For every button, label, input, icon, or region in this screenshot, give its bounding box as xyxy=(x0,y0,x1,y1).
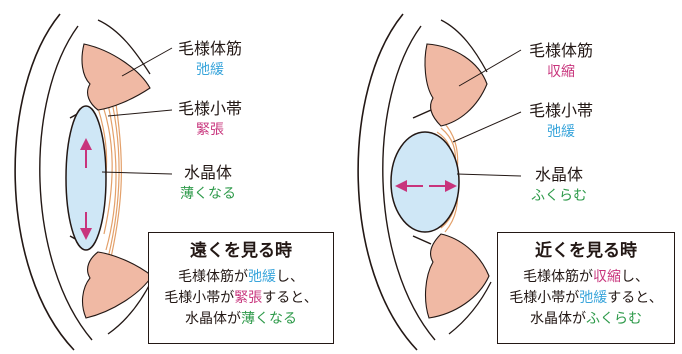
summary-line2-far: 毛様小帯が緊張すると、 xyxy=(149,288,333,309)
lens-near xyxy=(390,131,460,233)
line3-part1-near: 水晶体が xyxy=(530,311,586,327)
line1-highlight-near: 収縮 xyxy=(593,269,621,285)
summary-title-far: 遠くを見る時 xyxy=(190,241,292,261)
lens-text-near: 水晶体 xyxy=(534,165,583,184)
line3-part1-far: 水晶体が xyxy=(185,311,241,327)
lens-state-far: 薄くなる xyxy=(180,186,236,202)
leader-zonule-near xyxy=(452,111,522,143)
sclera-bottom-line-near xyxy=(448,281,492,335)
near-vision-panel: 毛様体筋 収縮 毛様小帯 弛緩 水晶体 ふくらむ 近くを見る時 毛様体筋が収縮し… xyxy=(341,0,682,354)
line1-highlight-far: 弛緩 xyxy=(248,269,276,285)
lens-state-near: ふくらむ xyxy=(531,188,587,204)
summary-box-far: 遠くを見る時 毛様体筋が弛緩し、 毛様小帯が緊張すると、 水晶体が薄くなる xyxy=(148,232,334,344)
line1-part1-near: 毛様体筋が xyxy=(523,269,593,285)
ciliary-muscle-label-near: 毛様体筋 収縮 xyxy=(529,42,593,81)
lens-text-far: 水晶体 xyxy=(183,163,232,182)
line1-part3-near: し、 xyxy=(621,269,649,285)
ciliary-muscle-text-far: 毛様体筋 xyxy=(178,39,243,58)
ciliary-muscle-top xyxy=(81,43,151,111)
line2-highlight-far: 緊張 xyxy=(234,290,263,306)
cornea-inner-near xyxy=(382,25,436,341)
iris-bottom-near xyxy=(412,235,432,245)
line2-part1-far: 毛様小帯が xyxy=(164,290,235,306)
eye-diagram-near xyxy=(357,13,522,351)
line2-part3-near: すると、 xyxy=(607,290,663,306)
ciliary-muscle-bottom-near xyxy=(424,233,490,319)
summary-line1-far: 毛様体筋が弛緩し、 xyxy=(149,267,333,288)
zonule-label-near: 毛様小帯 弛緩 xyxy=(529,102,593,141)
zonule-state-far: 緊張 xyxy=(196,122,224,138)
line1-part3-far: し、 xyxy=(276,269,304,285)
cornea-inner xyxy=(39,25,93,341)
ciliary-muscle-text-near: 毛様体筋 xyxy=(529,41,594,60)
line1-part1-far: 毛様体筋が xyxy=(178,269,248,285)
summary-line3-near: 水晶体がふくらむ xyxy=(498,309,674,330)
eye-diagram-far xyxy=(14,13,173,351)
line3-highlight-far: 薄くなる xyxy=(241,311,297,327)
line2-part1-near: 毛様小帯が xyxy=(509,290,580,306)
ciliary-muscle-bottom xyxy=(81,251,153,319)
zonule-text-near: 毛様小帯 xyxy=(529,101,594,120)
ciliary-muscle-label-far: 毛様体筋 弛緩 xyxy=(178,40,242,79)
leader-ciliary-muscle-near xyxy=(458,49,522,87)
tension-arrow-down xyxy=(80,212,92,240)
line3-highlight-near: ふくらむ xyxy=(586,311,642,327)
zonule-label-far: 毛様小帯 緊張 xyxy=(178,100,242,139)
summary-line2-near: 毛様小帯が弛緩すると、 xyxy=(498,288,674,309)
ciliary-muscle-state-near: 収縮 xyxy=(547,64,575,80)
lens-label-near: 水晶体 ふくらむ xyxy=(531,166,587,205)
ciliary-muscle-state-far: 弛緩 xyxy=(196,62,224,78)
bulge-arrow-left xyxy=(395,180,423,192)
iris-top-near xyxy=(412,109,432,119)
sclera-top-line-near xyxy=(440,19,488,73)
summary-line3-far: 水晶体が薄くなる xyxy=(149,309,333,330)
summary-box-near: 近くを見る時 毛様体筋が収縮し、 毛様小帯が弛緩すると、 水晶体がふくらむ xyxy=(497,232,675,344)
sclera-top-line xyxy=(97,19,151,75)
line2-part3-far: すると、 xyxy=(262,290,318,306)
leader-zonule-far xyxy=(107,109,173,117)
leader-lens-far xyxy=(101,171,173,175)
far-vision-panel: 毛様体筋 弛緩 毛様小帯 緊張 水晶体 薄くなる 遠くを見る時 毛様体筋が弛緩し… xyxy=(14,13,334,351)
summary-title-near: 近くを見る時 xyxy=(535,241,637,261)
cornea-outer-near xyxy=(357,13,418,351)
zonule-state-near: 弛緩 xyxy=(547,124,575,140)
leader-ciliary-muscle-far xyxy=(121,47,173,77)
zonule-fibers-far xyxy=(97,101,122,263)
leader-lens-near xyxy=(456,173,522,177)
tension-arrow-up xyxy=(80,138,92,168)
cornea-outer xyxy=(14,13,75,351)
lens-far xyxy=(65,105,107,251)
zonule-text-far: 毛様小帯 xyxy=(178,99,243,118)
summary-line1-near: 毛様体筋が収縮し、 xyxy=(498,267,674,288)
line2-highlight-near: 弛緩 xyxy=(579,290,608,306)
bulge-arrow-right xyxy=(429,180,457,192)
ciliary-muscle-top-near xyxy=(424,43,488,127)
lens-label-far: 水晶体 薄くなる xyxy=(180,164,236,203)
